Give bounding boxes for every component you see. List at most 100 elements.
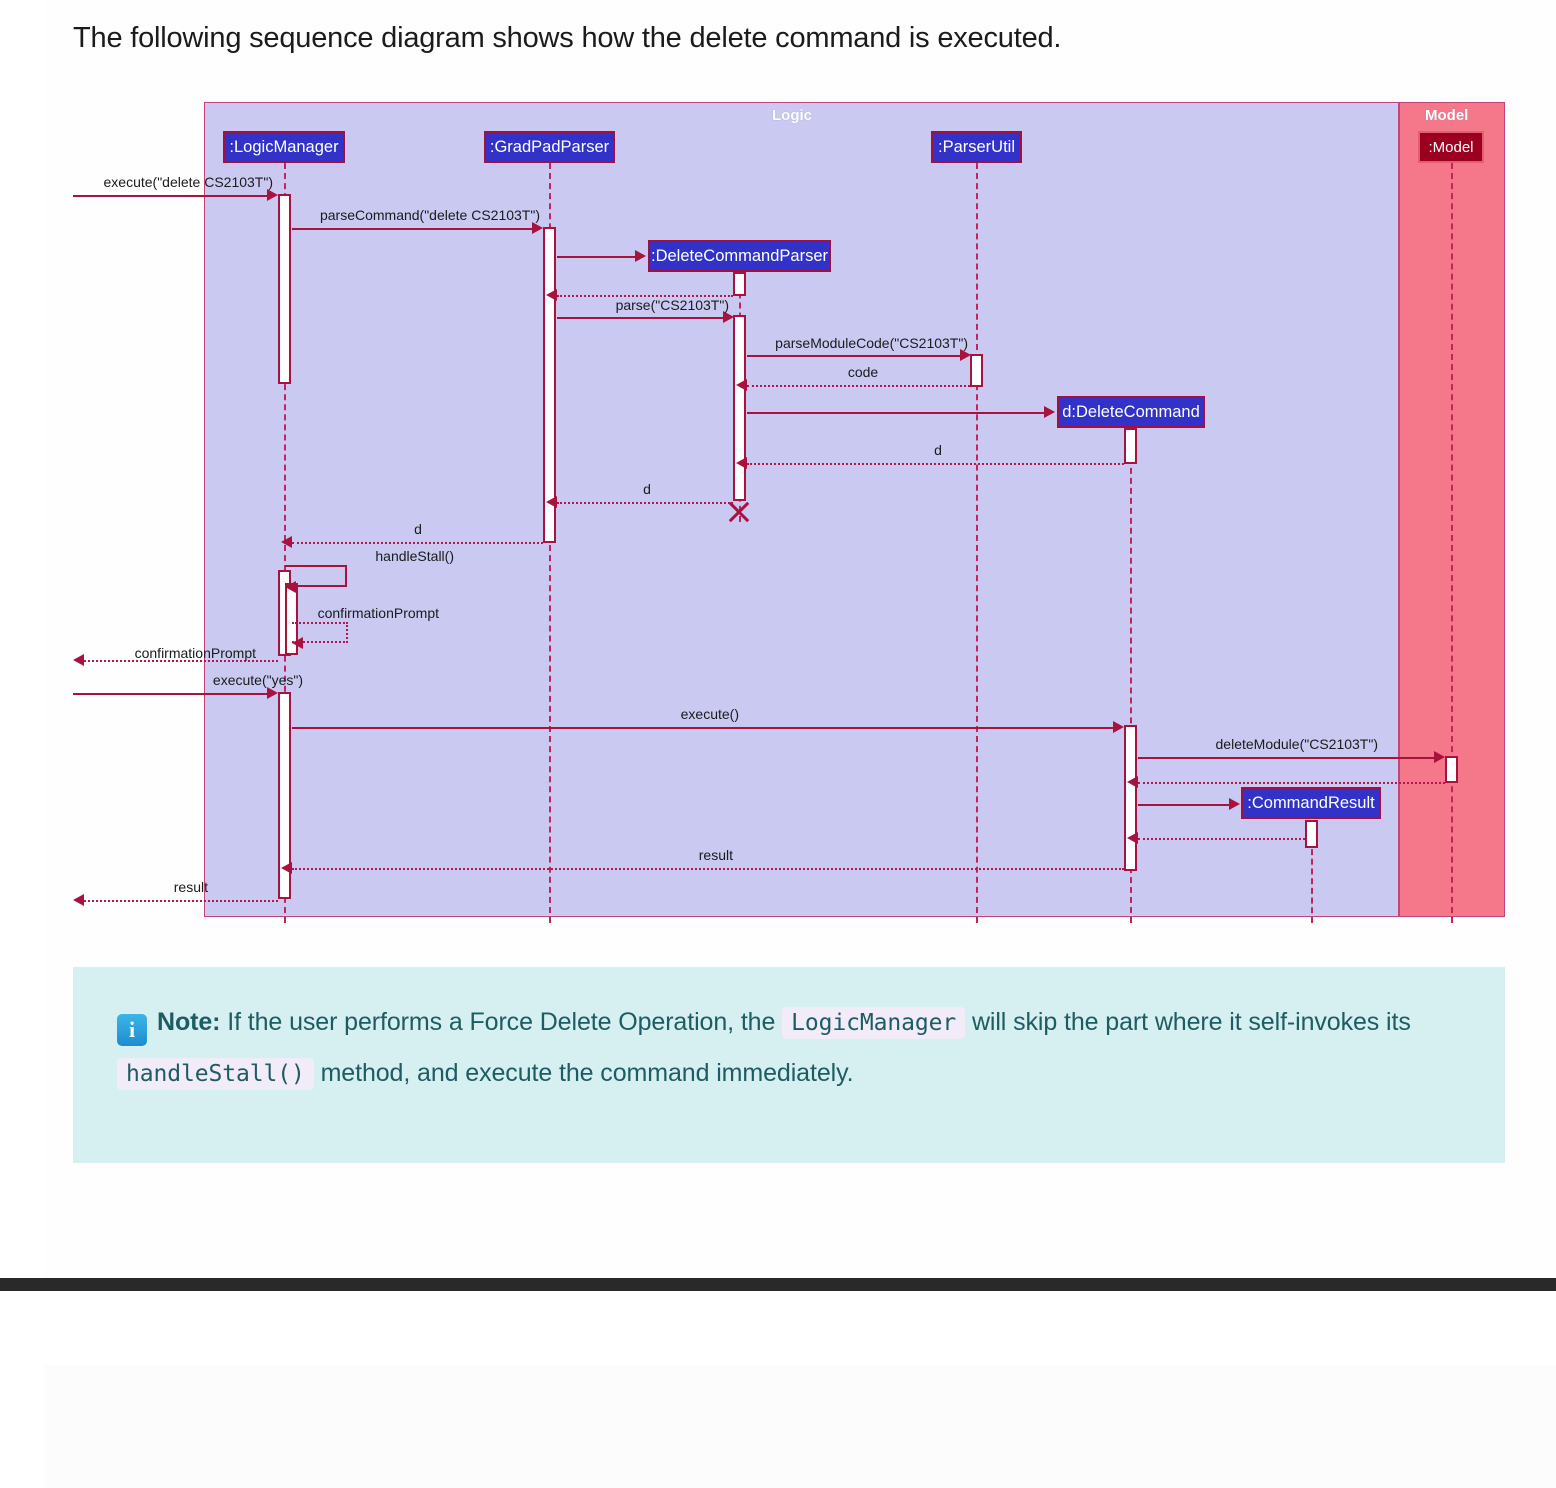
participant-model[interactable]: :Model [1418,131,1484,163]
message-self-call-12 [285,565,347,587]
participant-label: :CommandResult [1247,793,1375,812]
message-line-3 [557,256,635,258]
activation-delete-command-parser-2 [733,315,746,501]
message-line-11 [292,542,543,544]
message-arrow-4 [546,289,557,301]
footer-divider-bar [0,1278,1556,1291]
message-label-15: execute("yes") [212,672,303,688]
participant-label: :DeleteCommandParser [651,246,828,265]
note-code-handle-stall: handleStall() [117,1058,314,1090]
note-text: i Note: If the user performs a Force Dele… [117,997,1461,1099]
message-line-1 [73,195,267,197]
message-label-11: d [414,521,422,537]
message-arrow-8 [1044,406,1055,418]
message-arrow-5 [723,311,734,323]
message-line-19 [1138,804,1229,806]
message-line-8 [747,412,1044,414]
message-line-17 [1138,757,1434,759]
note-part-1: If the user performs a Force Delete Oper… [220,1008,783,1036]
participant-grad-pad-parser[interactable]: :GradPadParser [484,131,615,163]
message-arrow-1 [267,189,278,201]
message-line-20 [1138,838,1305,840]
message-arrow-7 [736,379,747,391]
bottom-blank-panel [44,1365,1556,1488]
message-line-10 [557,502,733,504]
info-icon: i [117,1014,147,1046]
message-line-16 [292,727,1113,729]
message-label-2: parseCommand("delete CS2103T") [319,207,540,223]
sequence-diagram: Logic Model :LogicManager :GradPadParser… [73,100,1505,940]
note-code-logic-manager: LogicManager [782,1007,966,1039]
participant-label: :ParserUtil [938,137,1016,156]
participant-parser-util[interactable]: :ParserUtil [931,131,1022,163]
message-self-return-13 [292,622,348,643]
message-line-21 [292,868,1124,870]
activation-logic-manager-4 [278,692,291,899]
message-arrow-21 [281,862,292,874]
message-label-13: confirmationPrompt [317,605,439,621]
message-arrow-14 [73,654,84,666]
message-label-12: handleStall() [375,548,454,564]
message-arrow-20 [1127,832,1138,844]
activation-grad-pad-parser [543,227,556,543]
participant-logic-manager[interactable]: :LogicManager [223,131,345,163]
lifeline-parser-util [976,163,978,923]
lifeline-model [1451,163,1453,923]
message-line-22 [84,900,278,902]
participant-label: :GradPadParser [489,137,610,156]
page-intro-text: The following sequence diagram shows how… [73,22,1062,54]
lifeline-command-result [1311,820,1313,923]
message-arrow-17 [1434,751,1445,763]
note-part-3: method, and execute the command immediat… [313,1059,854,1087]
message-line-7 [747,385,970,387]
message-line-4 [557,295,733,297]
activation-command-result [1305,820,1318,848]
activation-delete-command-2 [1124,725,1137,871]
lifeline-delete-command [1130,428,1132,923]
message-line-14 [84,660,278,662]
participant-label: :Model [1428,138,1474,156]
message-line-9 [747,463,1124,465]
participant-delete-command[interactable]: d:DeleteCommand [1057,396,1205,428]
participant-label: d:DeleteCommand [1062,402,1200,421]
message-arrow-11 [281,536,292,548]
participant-command-result[interactable]: :CommandResult [1241,787,1381,819]
message-arrow-10 [546,496,557,508]
model-panel-label: Model [1425,107,1469,124]
note-label: Note: [157,1008,221,1036]
logic-panel [204,102,1399,917]
message-line-15 [73,693,267,695]
activation-model [1445,756,1458,783]
participant-label: :LogicManager [229,137,339,156]
message-arrow-18 [1127,776,1138,788]
message-arrow-15 [267,687,278,699]
note-part-2: will skip the part where it self-invokes… [965,1008,1411,1036]
activation-delete-command-1 [1124,428,1137,464]
message-label-21: result [698,847,733,863]
message-label-9: d [934,442,942,458]
message-arrow-16 [1113,721,1124,733]
activation-logic-manager-1 [278,194,291,384]
message-label-6: parseModuleCode("CS2103T") [775,335,968,351]
lifeline-grad-pad-parser [549,163,551,923]
participant-delete-command-parser[interactable]: :DeleteCommandParser [648,240,831,272]
message-arrow-22 [73,894,84,906]
message-label-1: execute("delete CS2103T") [103,174,273,190]
activation-parser-util [970,354,983,387]
message-arrow-12 [285,581,296,593]
message-label-22: result [173,879,208,895]
logic-panel-label: Logic [772,107,812,124]
message-arrow-13 [292,637,303,649]
message-line-2 [292,228,532,230]
message-line-18 [1138,782,1445,784]
message-label-17: deleteModule("CS2103T") [1215,736,1378,752]
message-label-7: code [847,364,879,380]
message-label-16: execute() [680,706,739,722]
message-arrow-6 [960,349,971,361]
message-arrow-9 [736,457,747,469]
message-arrow-19 [1229,798,1240,810]
message-arrow-3 [635,250,646,262]
message-label-10: d [643,481,651,497]
message-arrow-2 [532,222,543,234]
message-line-6 [747,355,960,357]
